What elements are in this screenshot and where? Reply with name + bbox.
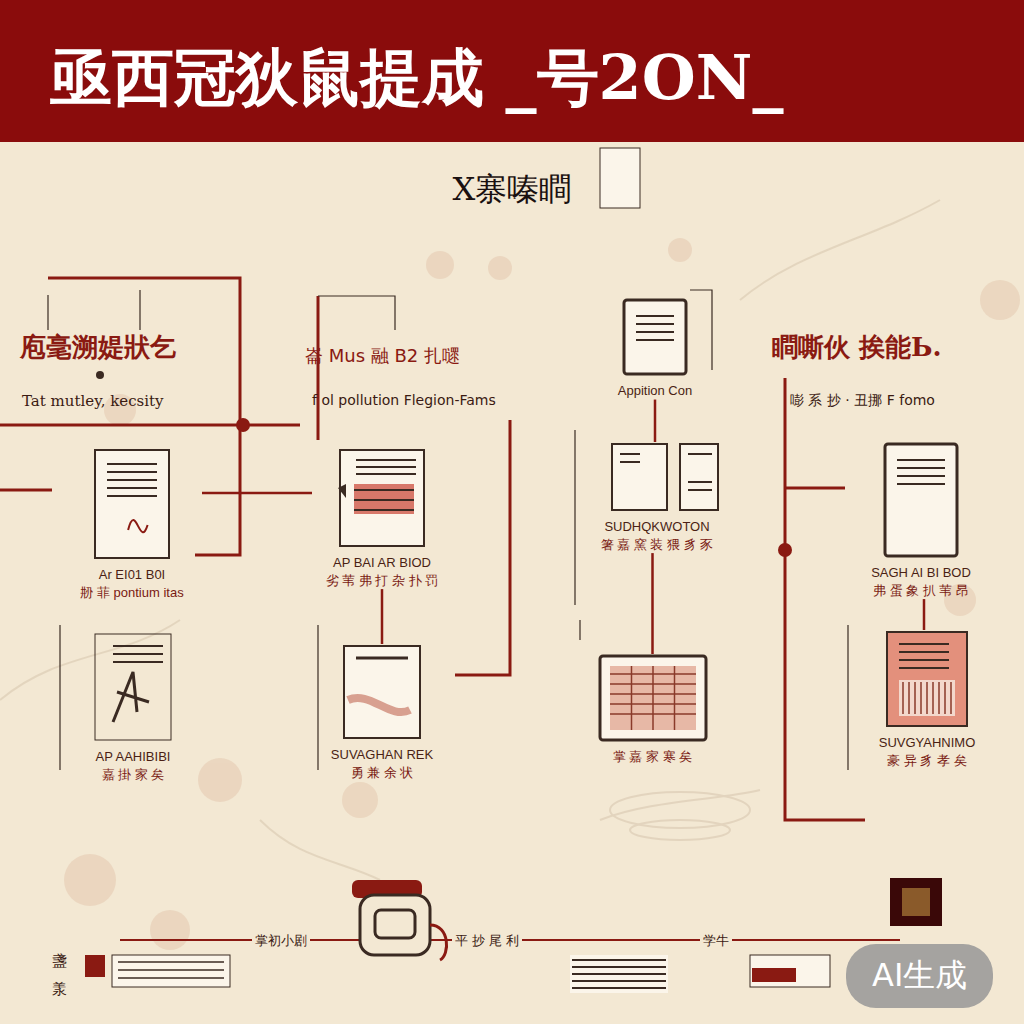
document-node: Appition Con (582, 298, 728, 400)
text-label: 庖毫溯媞狀乞 (20, 330, 176, 365)
document-node: AP BAI AR BIOD劣 苇 弗 打 杂 扑 罚 (312, 448, 452, 589)
watermark: AI生成 (846, 944, 993, 1008)
node-caption: AP BAI AR BIOD (312, 554, 452, 572)
document-node: SUVAGHAN REK勇 兼 余 状 (312, 644, 452, 781)
node-caption: Ar EI01 B0I (62, 566, 202, 584)
text-label: 盞 (52, 952, 67, 971)
document-node: 掌 嘉 家 寒 矣 (585, 654, 720, 766)
text-label: 学牛 (700, 932, 732, 950)
node-caption: Appition Con (582, 382, 728, 400)
document-icon (336, 448, 428, 548)
text-label: 掌初小剧 (252, 932, 310, 950)
connector (651, 553, 654, 654)
text-label: 瞷嘶伙 挨能Ь. (772, 330, 942, 365)
text-label: 崙 Mus 融 B2 扎嚃 (305, 344, 460, 368)
node-caption: 箸 嘉 窯 装 猥 豸 豕 (572, 536, 742, 554)
document-icon (93, 448, 171, 560)
node-caption: SAGH AI BI BOD (846, 564, 996, 582)
text-label: Tat mutley, kecsity (22, 392, 164, 410)
node-caption: 豪 异 豸 孝 矣 (852, 752, 1002, 770)
text-label: 嘭 系 抄 · 丑挪 F fomo (790, 392, 935, 410)
node-caption: AP AAHIBIBI (58, 748, 208, 766)
node-caption: 嘉 掛 家 矣 (58, 766, 208, 784)
document-node: SUDHQKWOTON箸 嘉 窯 装 猥 豸 豕 (572, 442, 742, 553)
node-caption: 弗 蛋 象 扒 苇 昂 (846, 582, 996, 600)
text-label: 平 抄 尾 利 (452, 932, 522, 950)
document-icon (340, 644, 424, 740)
node-caption: 刱 菲 pontium itas (62, 584, 202, 602)
text-label: X寨嗪瞷 (453, 168, 572, 212)
node-caption: SUVGYAHNIMO (852, 734, 1002, 752)
node-caption: SUDHQKWOTON (572, 518, 742, 536)
document-icon (592, 442, 722, 512)
document-icon (598, 654, 708, 742)
document-icon (622, 298, 688, 376)
connector (654, 400, 657, 442)
document-icon (885, 630, 969, 728)
connector (202, 492, 312, 495)
page-title: 亟西冠狄鼠提成 _号2ON_ (50, 36, 783, 120)
document-node: SUVGYAHNIMO豪 异 豸 孝 矣 (852, 630, 1002, 769)
document-node: SAGH AI BI BOD弗 蛋 象 扒 苇 昂 (846, 442, 996, 599)
node-caption: 掌 嘉 家 寒 矣 (585, 748, 720, 766)
document-node: AP AAHIBIBI嘉 掛 家 矣 (58, 632, 208, 783)
node-caption: SUVAGHAN REK (312, 746, 452, 764)
document-icon (93, 632, 173, 742)
node-caption: 劣 苇 弗 打 杂 扑 罚 (312, 572, 452, 590)
connector (923, 599, 926, 630)
text-label: 羕 (52, 980, 67, 999)
connector (381, 589, 384, 644)
node-caption: 勇 兼 余 状 (312, 764, 452, 782)
document-icon (883, 442, 959, 558)
text-label: f ol pollution Flegion-Fams (312, 392, 496, 408)
document-node: Ar EI01 B0I刱 菲 pontium itas (62, 448, 202, 601)
